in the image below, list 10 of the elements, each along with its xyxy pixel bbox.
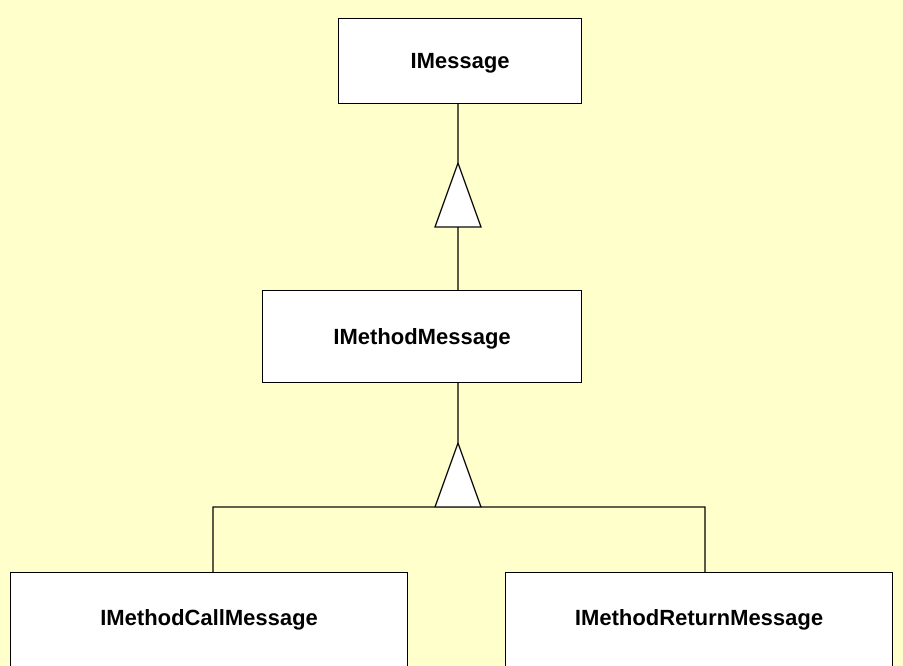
generalization-arrow xyxy=(434,104,482,290)
generalization-arrow xyxy=(434,383,482,508)
class-name: IMethodReturnMessage xyxy=(574,605,824,631)
class-name: IMessage xyxy=(410,48,510,74)
class-box xyxy=(338,18,582,104)
class-name: IMethodMessage xyxy=(333,324,511,350)
class-box xyxy=(505,572,893,666)
class-box xyxy=(10,572,408,666)
class-box xyxy=(262,290,582,383)
class-name: IMethodCallMessage xyxy=(100,605,318,631)
